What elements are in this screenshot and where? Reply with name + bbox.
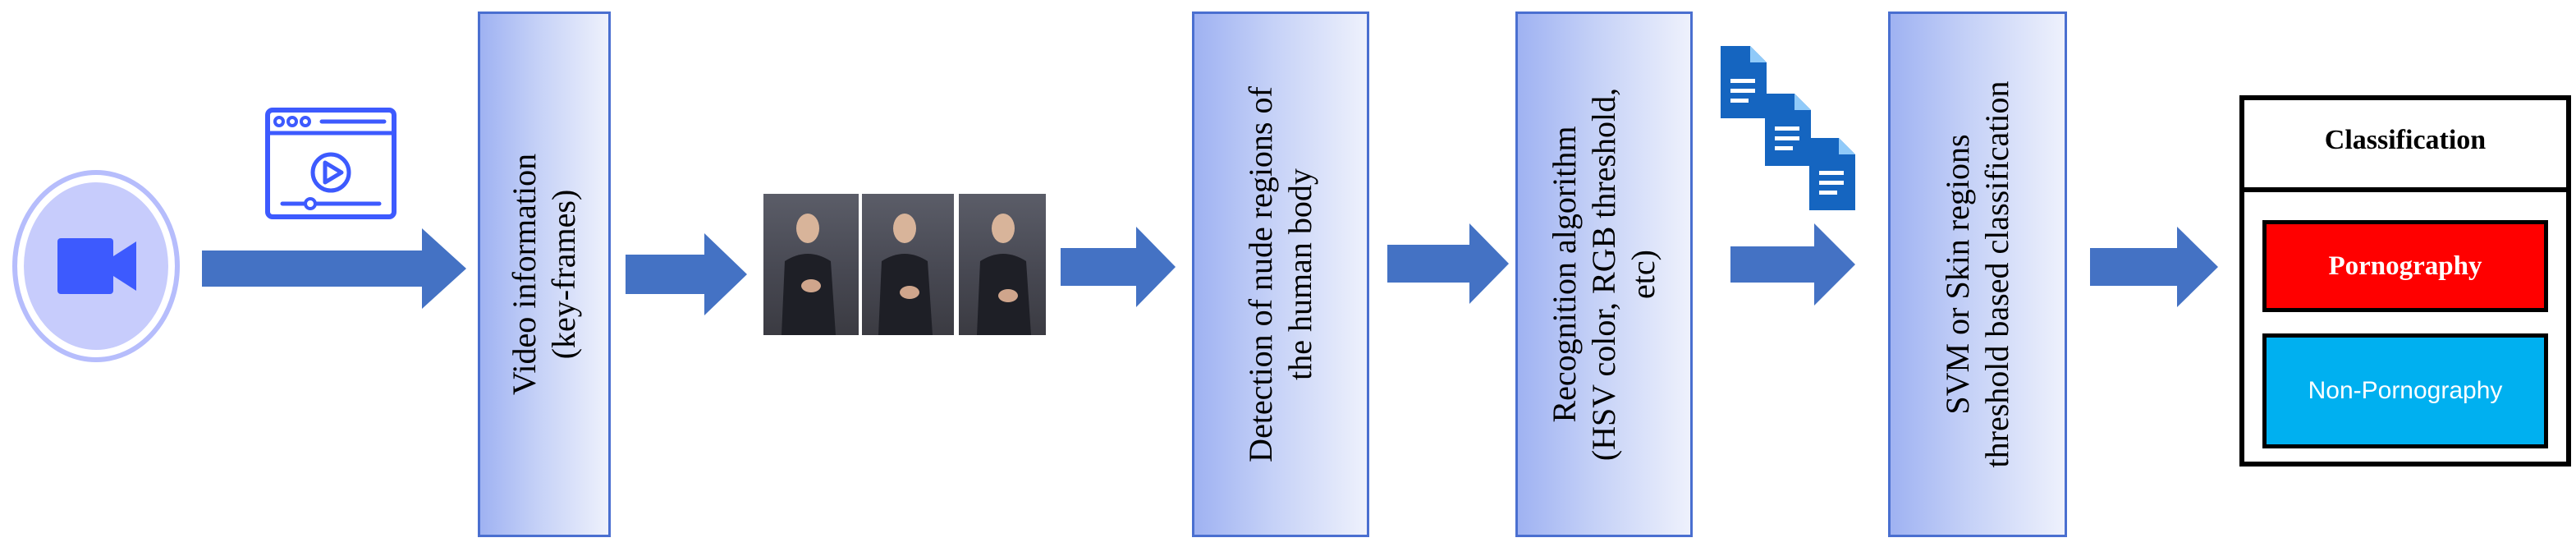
step-recognition-label: Recognition algorithm (HSV color, RGB th…	[1545, 88, 1663, 461]
flow-arrow-2	[626, 233, 747, 315]
classification-title: Classification	[2324, 125, 2487, 155]
step-video-information-label: Video information (key-frames)	[505, 154, 584, 395]
flow-arrow-6	[2090, 227, 2218, 307]
step-detection-label: Detection of nude regions of the human b…	[1241, 86, 1320, 462]
step-label-line: SVM or Skin regions	[1939, 134, 1976, 415]
document-icon	[1721, 46, 1767, 118]
step-label-line: threshold based classification	[1978, 80, 2015, 468]
video-camera-icon	[12, 170, 180, 362]
document-stack-icon	[1721, 46, 1855, 210]
step-svm-classification: SVM or Skin regions threshold based clas…	[1888, 11, 2067, 537]
key-frame-thumbnail-2	[862, 194, 954, 335]
document-icon	[1809, 138, 1855, 210]
step-label-line: the human body	[1281, 168, 1318, 380]
non-pornography-label: Non-Pornography	[2308, 377, 2503, 404]
step-label-line: Detection of nude regions of	[1242, 86, 1279, 462]
key-frame-thumbnail-1	[763, 194, 859, 335]
flow-arrow-1	[202, 228, 466, 309]
step-label-line: Video information	[506, 153, 543, 396]
step-label-line: (key-frames)	[545, 189, 582, 360]
pornography-class-box: Pornography	[2262, 220, 2548, 312]
pornography-label: Pornography	[2328, 251, 2482, 281]
flow-arrow-3	[1061, 227, 1176, 307]
step-label-line: Recognition algorithm	[1546, 126, 1583, 423]
key-frame-thumbnail-3	[959, 194, 1046, 335]
step-label-line: (HSV color, RGB threshold,	[1585, 87, 1622, 462]
step-detection: Detection of nude regions of the human b…	[1192, 11, 1369, 537]
flow-arrow-5	[1730, 223, 1855, 306]
video-player-window-icon	[265, 108, 396, 219]
step-label-line: etc)	[1625, 250, 1662, 299]
document-icon	[1765, 94, 1811, 166]
classification-panel: Classification Pornography Non-Pornograp…	[2239, 95, 2571, 467]
flow-arrow-4	[1387, 223, 1509, 304]
classification-divider	[2244, 187, 2566, 192]
step-video-information: Video information (key-frames)	[478, 11, 611, 537]
non-pornography-class-box: Non-Pornography	[2262, 333, 2548, 448]
step-svm-classification-label: SVM or Skin regions threshold based clas…	[1938, 81, 2017, 468]
step-recognition: Recognition algorithm (HSV color, RGB th…	[1515, 11, 1693, 537]
